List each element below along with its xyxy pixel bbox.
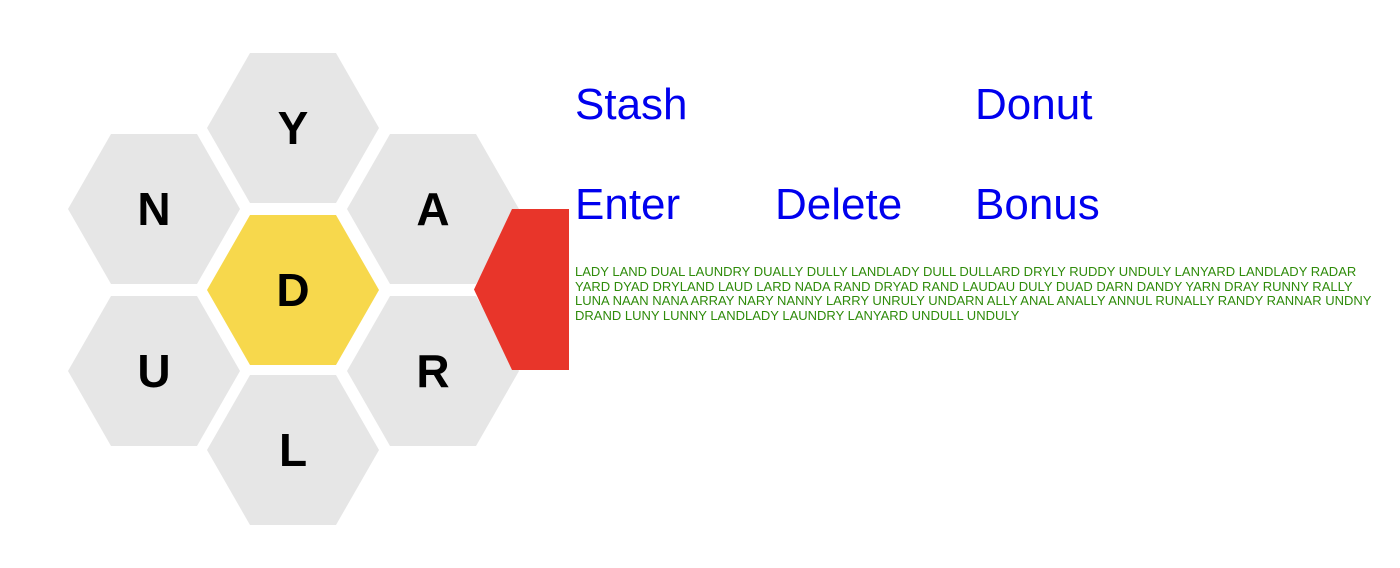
letter-tile-top[interactable]: Y — [207, 53, 379, 203]
delete-button[interactable]: Delete — [775, 180, 903, 229]
center-letter-tile[interactable]: D — [207, 215, 379, 365]
donut-button[interactable]: Donut — [975, 80, 1093, 129]
letter-hive: Y N A D U R L — [0, 0, 580, 568]
letter-tile-upper-left[interactable]: N — [68, 134, 240, 284]
letter-tile-lower-right-label: R — [416, 345, 450, 397]
enter-button[interactable]: Enter — [575, 180, 681, 229]
center-letter-label: D — [276, 264, 310, 316]
letter-tile-upper-left-label: N — [137, 183, 171, 235]
letter-tile-top-label: Y — [277, 102, 309, 154]
stash-button[interactable]: Stash — [575, 80, 688, 129]
found-words-list: LADY LAND DUAL LAUNDRY DUALLY DULLY LAND… — [575, 264, 1372, 323]
letter-tile-lower-left-label: U — [137, 345, 171, 397]
letter-tile-upper-right-label: A — [416, 183, 450, 235]
bonus-button[interactable]: Bonus — [975, 180, 1100, 229]
letter-tile-lower-left[interactable]: U — [68, 296, 240, 446]
letter-tile-bottom-label: L — [278, 424, 308, 476]
letter-tile-bottom[interactable]: L — [207, 375, 379, 525]
